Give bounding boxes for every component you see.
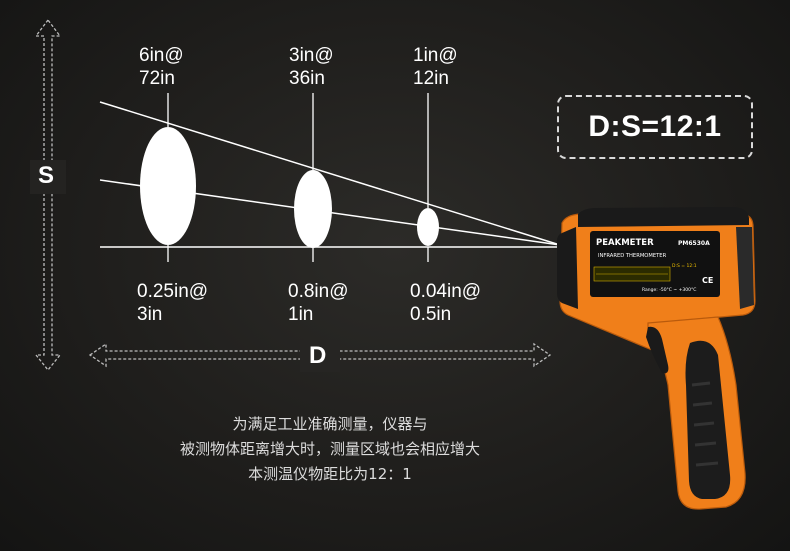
bottom-label-1-line2: 3in — [137, 304, 163, 325]
top-label-3-line2: 12in — [413, 68, 449, 89]
ratio-badge: D:S=12:1 — [557, 95, 753, 159]
device-subtitle: INFRARED THERMOMETER — [598, 253, 667, 259]
top-label-3-line1: 1in@ — [413, 45, 458, 66]
grip-ridges — [691, 381, 719, 467]
top-label-1-line2: 72in — [139, 68, 175, 89]
bottom-label-2-line1: 0.8in@ — [288, 281, 349, 302]
ratio-text: D:S=12:1 — [588, 110, 722, 143]
spot-large — [140, 127, 196, 245]
top-label-3: 1in@ 12in — [413, 44, 458, 90]
top-label-2-line2: 36in — [289, 68, 325, 89]
s-label-gap — [30, 160, 66, 194]
device-brand: PEAKMETER — [596, 238, 654, 248]
d-dimension-arrow — [88, 342, 552, 368]
bottom-label-3-line2: 0.5in — [410, 304, 452, 325]
device-model: PM6530A — [678, 240, 710, 247]
bottom-label-3: 0.04in@ 0.5in — [410, 280, 481, 326]
spot-small — [417, 208, 439, 246]
device-grip — [685, 340, 731, 499]
device-ratio-small: D:S = 12:1 — [672, 263, 697, 269]
s-axis-label: S — [38, 162, 55, 189]
caption-line-3: 本测温仪物距比为12：1 — [248, 465, 412, 483]
bottom-label-3-line1: 0.04in@ — [410, 281, 482, 302]
caption: 为满足工业准确测量，仪器与 被测物体距离增大时，测量区域也会相应增大 本测温仪物… — [80, 412, 580, 487]
bottom-label-1: 0.25in@ 3in — [137, 280, 208, 326]
device-nose — [557, 227, 578, 309]
caption-line-2: 被测物体距离增大时，测量区域也会相应增大 — [179, 440, 480, 458]
d-label-gap — [300, 340, 340, 372]
s-dimension-arrow — [34, 18, 62, 372]
device-range: Range: -50°C ~ +300°C — [642, 287, 696, 293]
d-axis-label: D — [309, 342, 327, 369]
top-label-2: 3in@ 36in — [289, 44, 334, 90]
top-label-1: 6in@ 72in — [139, 44, 184, 90]
bottom-label-2: 0.8in@ 1in — [288, 280, 349, 326]
device-top-cap — [578, 207, 749, 227]
device-side-panel — [736, 227, 754, 309]
bottom-label-2-line2: 1in — [288, 304, 314, 325]
spot-medium — [294, 170, 332, 248]
ce-mark-icon: CE — [702, 276, 713, 285]
beam-line-top — [99, 101, 561, 246]
infrared-thermometer: PEAKMETER PM6530A INFRARED THERMOMETER D… — [557, 207, 756, 510]
caption-line-1: 为满足工业准确测量，仪器与 — [232, 415, 428, 433]
bottom-label-1-line1: 0.25in@ — [137, 281, 209, 302]
top-label-1-line1: 6in@ — [139, 45, 184, 66]
device-trigger — [646, 326, 669, 374]
top-label-2-line1: 3in@ — [289, 45, 334, 66]
